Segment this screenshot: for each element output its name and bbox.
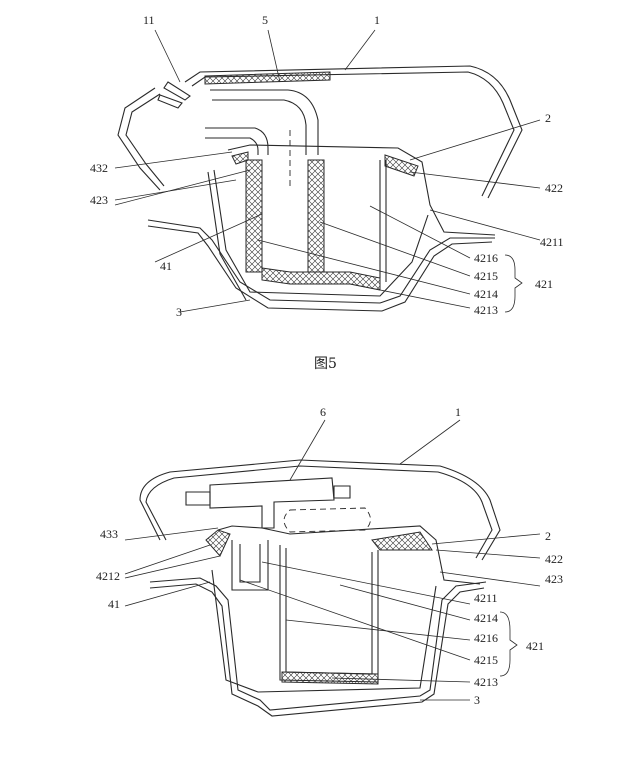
label-3-6: 3 (474, 693, 480, 707)
cover-outer-line (184, 65, 523, 199)
component-6 (209, 477, 335, 529)
leader-lines-fig6 (124, 419, 541, 701)
label-1: 1 (374, 13, 380, 27)
flap-11 (157, 94, 183, 109)
label-4216-6: 4216 (474, 631, 498, 645)
figure-5: 11 5 1 2 432 423 422 4211 41 4216 4215 4… (90, 13, 564, 372)
label-4211: 4211 (540, 235, 564, 249)
dashed-outline (283, 507, 371, 533)
label-4211-6: 4211 (474, 591, 498, 605)
label-4212: 4212 (96, 569, 120, 583)
tank-outer (227, 144, 496, 236)
label-422-6: 422 (545, 552, 563, 566)
labels-fig5: 11 5 1 2 432 423 422 4211 41 4216 4215 4… (90, 13, 564, 319)
figure-5-caption: 图5 (314, 356, 337, 372)
label-432: 432 (90, 161, 108, 175)
label-4213: 4213 (474, 303, 498, 317)
figure-6: 6 1 433 2 422 4212 423 41 4211 4214 4216… (96, 405, 563, 717)
label-433: 433 (100, 527, 118, 541)
label-6: 6 (320, 405, 326, 419)
label-423-6: 423 (545, 572, 563, 586)
label-1-6: 1 (455, 405, 461, 419)
label-41: 41 (160, 259, 172, 273)
label-4215: 4215 (474, 269, 498, 283)
cover-hatch-band (204, 71, 331, 85)
label-41-6: 41 (108, 597, 120, 611)
label-4214-6: 4214 (474, 611, 498, 625)
cover-outer-line-6 (139, 459, 501, 561)
label-2: 2 (545, 111, 551, 125)
label-4216: 4216 (474, 251, 498, 265)
label-422: 422 (545, 181, 563, 195)
label-2-6: 2 (545, 529, 551, 543)
inner-wall-left (245, 159, 263, 273)
label-421: 421 (535, 277, 553, 291)
leader-lines-fig5 (114, 29, 541, 313)
label-5: 5 (262, 13, 268, 27)
label-4214: 4214 (474, 287, 498, 301)
labels-fig6: 6 1 433 2 422 4212 423 41 4211 4214 4216… (96, 405, 563, 707)
label-3: 3 (176, 305, 182, 319)
outer-shell-3 (147, 219, 495, 304)
label-4213-6: 4213 (474, 675, 498, 689)
inner-wall-mid (307, 159, 325, 273)
label-421-6: 421 (526, 639, 544, 653)
label-423: 423 (90, 193, 108, 207)
tank-top-6 (217, 525, 481, 585)
label-11: 11 (143, 13, 155, 27)
label-4215-6: 4215 (474, 653, 498, 667)
